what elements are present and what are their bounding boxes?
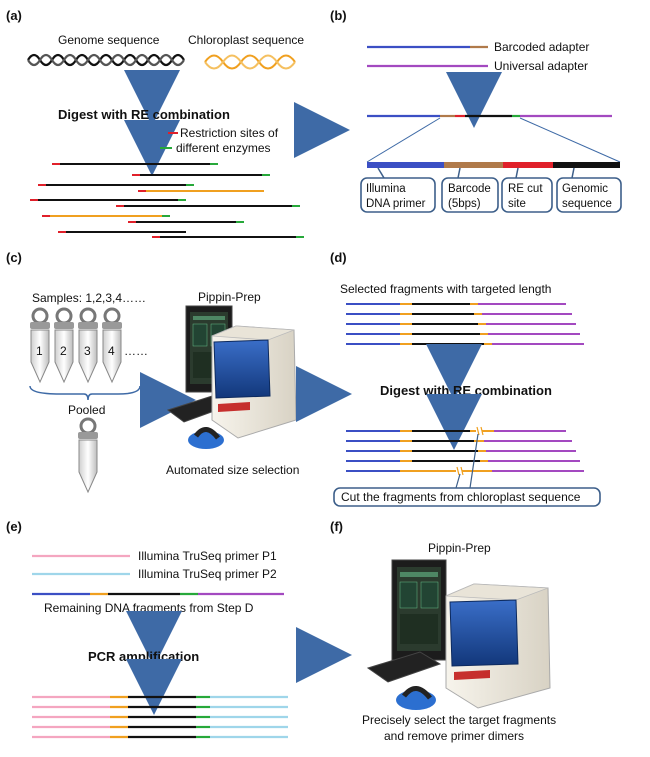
callout-barcode: Barcode (5bps) <box>441 167 499 213</box>
callout-pointer-2 <box>455 473 461 489</box>
chloroplast-helix <box>204 54 296 70</box>
svg-text:sequence: sequence <box>562 198 612 210</box>
cut-callout-label: Cut the fragments from chloroplast seque… <box>341 490 581 504</box>
svg-text:3: 3 <box>84 344 91 358</box>
panel-e: (e) Illumina TruSeq primer P1 Illumina T… <box>6 519 288 739</box>
sample-tubes: 1 2 3 4 …… <box>30 307 148 384</box>
svg-text:site: site <box>508 198 526 210</box>
panel-c-label: (c) <box>6 250 22 265</box>
panel-b-label: (b) <box>330 8 347 23</box>
panel-f: (f) Pippin-Prep Precisely select the tar… <box>330 519 556 743</box>
panel-b: (b) Barcoded adapter Universal adapter <box>330 8 622 213</box>
legend-line-2: different enzymes <box>176 141 271 155</box>
primer-p1-label: Illumina TruSeq primer P1 <box>138 549 277 563</box>
cut-callout-box <box>333 487 601 507</box>
digested-fragments <box>346 430 584 472</box>
remaining-fragments-label: Remaining DNA fragments from Step D <box>44 601 254 615</box>
pooled-label: Pooled <box>68 403 105 417</box>
pcr-products <box>32 695 288 739</box>
svg-text:Genomic: Genomic <box>562 183 608 195</box>
panel-e-label: (e) <box>6 519 22 534</box>
panel-a: (a) Genome sequence Chloroplast sequence… <box>6 8 304 238</box>
callout-re-cut-site: RE cut site <box>501 167 553 213</box>
svg-text:Barcode: Barcode <box>448 183 491 195</box>
instrument-label-f: Pippin-Prep <box>428 541 491 555</box>
pool-bracket <box>29 385 141 401</box>
instrument-caption-c: Automated size selection <box>166 463 299 477</box>
panel-c: (c) Samples: 1,2,3,4…… 1 2 3 <box>6 250 299 494</box>
svg-text:1: 1 <box>36 344 43 358</box>
zoom-line-right <box>519 117 621 163</box>
pooled-tube <box>78 417 98 494</box>
svg-text:DNA primer: DNA primer <box>366 198 426 210</box>
cut-marks <box>456 426 484 476</box>
legend-line-1: Restriction sites of <box>180 126 279 140</box>
instrument-caption-f-line2: and remove primer dimers <box>384 729 524 743</box>
panel-d-step-label: Digest with RE combination <box>380 383 552 398</box>
panel-d-label: (d) <box>330 250 347 265</box>
callout-pointer-1 <box>469 433 479 489</box>
tube-3: 3 <box>78 307 98 384</box>
callout-genomic-sequence: Genomic sequence <box>556 167 622 213</box>
svg-text:(5bps): (5bps) <box>448 198 481 210</box>
panel-f-label: (f) <box>330 519 343 534</box>
instrument-caption-f-line1: Precisely select the target fragments <box>362 713 556 727</box>
panel-a-label: (a) <box>6 8 22 23</box>
zoomed-segments <box>367 162 620 168</box>
tube-1: 1 <box>30 307 50 384</box>
selected-fragments-label: Selected fragments with targeted length <box>340 282 551 296</box>
genome-helix <box>27 53 185 67</box>
panel-e-step-label: PCR amplification <box>88 649 199 664</box>
zoom-line-left <box>366 117 441 163</box>
pippin-prep-instrument-f <box>366 559 551 710</box>
panel-a-fragments <box>30 163 304 238</box>
genome-sequence-label: Genome sequence <box>58 33 160 47</box>
primer-p2-label: Illumina TruSeq primer P2 <box>138 567 277 581</box>
svg-text:RE cut: RE cut <box>508 183 543 195</box>
instrument-label-c: Pippin-Prep <box>198 290 261 304</box>
panel-d: (d) Selected fragments with targeted len… <box>330 250 601 507</box>
svg-text:4: 4 <box>108 344 115 358</box>
callout-illumina-primer: Illumina DNA primer <box>360 167 436 213</box>
chloroplast-sequence-label: Chloroplast sequence <box>188 33 304 47</box>
tube-2: 2 <box>54 307 74 384</box>
samples-label: Samples: 1,2,3,4…… <box>32 291 146 305</box>
barcoded-adapter-label: Barcoded adapter <box>494 40 589 54</box>
tube-4: 4 <box>102 307 122 384</box>
svg-text:2: 2 <box>60 344 67 358</box>
svg-text:Illumina: Illumina <box>366 183 406 195</box>
panel-a-step-label: Digest with RE combination <box>58 107 230 122</box>
tube-ellipsis: …… <box>124 344 148 358</box>
selected-fragments <box>346 303 584 345</box>
pippin-prep-instrument-c <box>166 305 297 449</box>
universal-adapter-label: Universal adapter <box>494 59 588 73</box>
